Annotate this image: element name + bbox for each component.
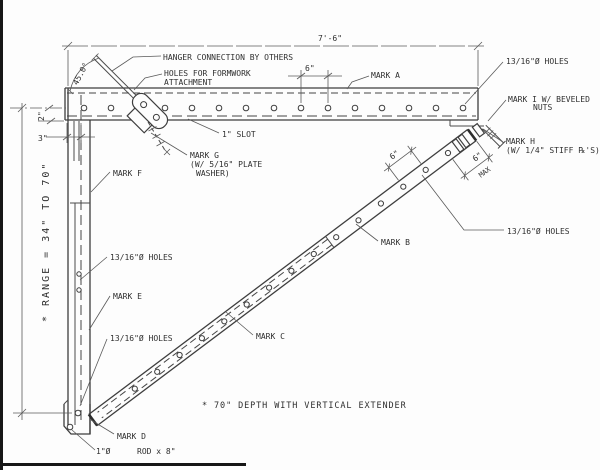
top-beam-mark-a bbox=[64, 87, 484, 127]
overall-width-dimension bbox=[62, 41, 484, 86]
diagonal-hole-spacing-dimension bbox=[383, 145, 422, 181]
holes-diagonal-label: 13/16"Ø HOLES bbox=[507, 226, 570, 236]
range-dimension-text: * RANGE = 34" TO 70" bbox=[41, 162, 52, 322]
holes-top-right-label: 13/16"Ø HOLES bbox=[506, 56, 569, 66]
edge-offset-text: 3" bbox=[38, 134, 48, 143]
formwork-note-line2: ATTACHMENT bbox=[164, 78, 212, 87]
mark-g-label-line3: WASHER) bbox=[196, 169, 230, 178]
edge-offset-dimension bbox=[46, 123, 95, 143]
slot-note: 1" SLOT bbox=[222, 130, 256, 139]
mark-b-label: MARK B bbox=[381, 238, 410, 247]
flange-offset-dimension bbox=[38, 104, 64, 125]
depth-note: * 70" DEPTH WITH VERTICAL EXTENDER bbox=[202, 401, 407, 411]
mark-h-label-line1: MARK H bbox=[506, 137, 535, 146]
top-hole-spacing-dimension bbox=[288, 70, 342, 103]
diagonal-brace bbox=[87, 128, 478, 427]
mark-a-label: MARK A bbox=[371, 71, 400, 80]
mark-e-label: MARK E bbox=[113, 292, 142, 301]
rod-diameter-text: 1"Ø bbox=[96, 446, 111, 456]
mark-i-label-line1: MARK I W/ BEVELED bbox=[508, 95, 590, 104]
range-dimension bbox=[10, 103, 72, 420]
scan-borders bbox=[0, 0, 246, 470]
overall-width-text: 7'-6" bbox=[318, 34, 342, 43]
diag-end-gap-text: 6" bbox=[471, 151, 484, 164]
mark-c-label: MARK C bbox=[256, 332, 285, 341]
rod-size-text: ROD x 8" bbox=[137, 447, 176, 456]
mark-h-stub bbox=[481, 124, 506, 149]
mark-g-label-line2: (W/ 5/16" PLATE bbox=[190, 160, 262, 169]
formwork-note-line1: HOLES FOR FORMWORK bbox=[164, 69, 251, 78]
brace-bolt-holes bbox=[131, 149, 452, 392]
mark-f-label: MARK F bbox=[113, 169, 142, 178]
mark-g-label-line1: MARK G bbox=[190, 151, 219, 160]
diag-end-max-text: MAX bbox=[477, 165, 493, 179]
bottom-gusset-mark-d bbox=[63, 399, 91, 435]
mark-i-bolts bbox=[451, 122, 486, 154]
diagonal-end-max-dimension bbox=[452, 141, 494, 181]
hanger-angle-text: 45.0° bbox=[71, 61, 90, 86]
vertical-member bbox=[67, 88, 91, 434]
mark-d-label: MARK D bbox=[117, 432, 146, 441]
mark-g-clevis bbox=[126, 92, 171, 156]
holes-left-upper-label: 13/16"Ø HOLES bbox=[110, 252, 173, 262]
holes-left-lower-label: 13/16"Ø HOLES bbox=[110, 333, 173, 343]
top-hole-spacing-text: 6" bbox=[305, 64, 315, 73]
leader-lines bbox=[71, 55, 507, 451]
hanger-note: HANGER CONNECTION BY OTHERS bbox=[163, 53, 293, 62]
flange-offset-text: 2" bbox=[37, 111, 46, 121]
mark-i-label-line2: NUTS bbox=[533, 103, 552, 112]
mark-h-label-line2: (W/ 1/4" STIFF ℞'S) bbox=[506, 146, 600, 155]
